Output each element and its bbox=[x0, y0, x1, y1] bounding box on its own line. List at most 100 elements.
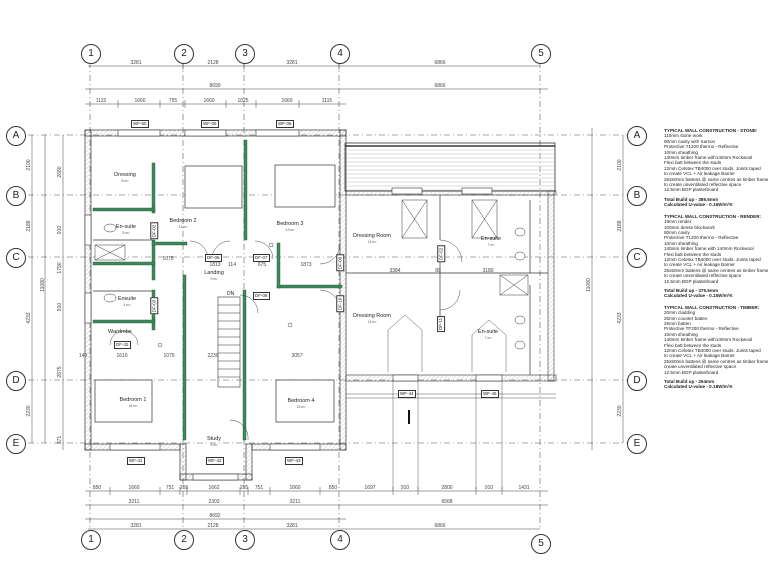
dim-left-grid-3: 4233 bbox=[26, 312, 32, 324]
window-tag-wf42: WF-42 bbox=[206, 457, 224, 465]
dim-top-detail-5: 1025 bbox=[237, 98, 249, 104]
dim-bottom-grid-4: 6866 bbox=[434, 523, 446, 529]
room-bedroom-3: Bedroom 3 13 m² bbox=[276, 221, 304, 232]
door-tag-df10: DF-10 bbox=[336, 295, 345, 313]
room-study: Study 5 m² bbox=[206, 436, 222, 447]
dim-interior-8: 140 bbox=[78, 353, 88, 359]
dim-interior-7: 1873 bbox=[300, 262, 312, 268]
grid-bubble-A-right: A bbox=[627, 126, 647, 146]
dim-top-detail-7: 1115 bbox=[321, 98, 333, 104]
dim-left-grid-4: 2230 bbox=[26, 405, 32, 417]
window-tag-wf45: WF-45 bbox=[481, 390, 499, 398]
window-tag-wf41: WF-41 bbox=[127, 457, 145, 465]
windows bbox=[84, 129, 503, 481]
dim-bottom-mid-2: 2303 bbox=[208, 499, 220, 505]
room-wardrobe: Wardrobe bbox=[108, 329, 132, 335]
dim-left-detail-1: 2680 bbox=[57, 166, 63, 178]
dim-top-detail-2: 1660 bbox=[134, 98, 146, 104]
dim-left-detail-6: 371 bbox=[57, 435, 63, 445]
dim-top-grid-3: 3281 bbox=[286, 60, 298, 66]
dim-interior-3: 114 bbox=[228, 262, 236, 268]
grid-bubble-1-bottom: 1 bbox=[81, 530, 101, 550]
dim-bottom-mid-4: 6568 bbox=[441, 499, 453, 505]
dim-interior-18: 89 bbox=[435, 268, 441, 274]
bay-outlines bbox=[346, 314, 556, 490]
room-dressing-room-1: Dressing Room 14 m² bbox=[353, 233, 391, 244]
sanitary bbox=[94, 199, 529, 350]
room-dressing-room-2: Dressing Room 14 m² bbox=[353, 313, 391, 324]
door-tag-df06: DF-06 bbox=[205, 254, 222, 262]
grid-bubble-5-bottom: 5 bbox=[531, 534, 551, 554]
door-tag-df52: DF-52 bbox=[437, 245, 446, 263]
dimension-lines bbox=[31, 65, 624, 530]
window-tag-wf43: WF-43 bbox=[285, 457, 303, 465]
dim-top-grid-2: 2128 bbox=[207, 60, 219, 66]
grid-bubble-D-right: D bbox=[627, 371, 647, 391]
grid-bubble-3-bottom: 3 bbox=[235, 530, 255, 550]
grid-bubble-1-top: 1 bbox=[81, 44, 101, 64]
dim-top-overall-1: 8690 bbox=[209, 83, 221, 89]
grid-bubble-2-top: 2 bbox=[174, 44, 194, 64]
grid-bubble-5-top: 5 bbox=[531, 44, 551, 64]
window-tag-wf09: WF-09 bbox=[201, 120, 219, 128]
door-tag-df07: DF-07 bbox=[253, 254, 270, 262]
window-tag-wf44: WF-44 bbox=[398, 390, 416, 398]
dim-left-detail-2: 910 bbox=[57, 225, 63, 235]
dim-bottom-mid-3: 3211 bbox=[289, 499, 301, 505]
dim-interior-17: 3384 bbox=[389, 268, 401, 274]
door-tag-df03: DF-03 bbox=[150, 297, 159, 315]
note-timber: TYPICAL WALL CONSTRUCTION - TIMBER: 20mm… bbox=[664, 304, 768, 390]
grid-bubble-4-top: 4 bbox=[330, 44, 350, 64]
dim-right-overall: 11080 bbox=[586, 278, 592, 292]
wall-construction-notes: TYPICAL WALL CONSTRUCTION - STONE: 110mm… bbox=[664, 128, 768, 396]
grid-bubble-A-left: A bbox=[6, 126, 26, 146]
dim-bottom-grid-2: 2128 bbox=[207, 523, 219, 529]
grid-bubble-C-right: C bbox=[627, 248, 647, 268]
grid-bubble-2-bottom: 2 bbox=[174, 530, 194, 550]
dim-interior-1: 1075 bbox=[162, 256, 174, 262]
dim-bottom-detail-14: 1431 bbox=[518, 485, 530, 491]
door-tag-df09: DF-09 bbox=[336, 254, 345, 272]
stair bbox=[217, 296, 241, 388]
room-bedroom-4: Bedroom 4 15 m² bbox=[287, 398, 315, 409]
dim-interior-2: 1813 bbox=[209, 262, 221, 268]
dim-bottom-grid-1: 3281 bbox=[130, 523, 142, 529]
dim-top-detail-6: 1660 bbox=[281, 98, 293, 104]
dim-bottom-detail-8: 1660 bbox=[289, 485, 301, 491]
dim-top-detail-4: 1660 bbox=[203, 98, 215, 104]
furniture-beds bbox=[94, 164, 336, 423]
room-dressing: Dressing 8 m² bbox=[114, 172, 136, 183]
dim-bottom-detail-9: 850 bbox=[328, 485, 338, 491]
grid-bubble-B-right: B bbox=[627, 186, 647, 206]
note-render: TYPICAL WALL CONSTRUCTION - RENDER: 19mm… bbox=[664, 213, 768, 299]
dim-interior-13: 2230 bbox=[207, 353, 219, 359]
room-landing: Landing 9 m² bbox=[204, 270, 224, 281]
dim-top-detail-1: 1115 bbox=[95, 98, 107, 104]
grid-bubble-B-left: B bbox=[6, 186, 26, 206]
grid-bubble-3-top: 3 bbox=[235, 44, 255, 64]
dim-bottom-detail-10: 1697 bbox=[364, 485, 376, 491]
door-tag-df32: DF-32 bbox=[114, 341, 131, 349]
dim-interior-4: 675 bbox=[257, 262, 267, 268]
stair-direction-label: DN bbox=[227, 291, 235, 297]
dim-bottom-overall: 8692 bbox=[209, 513, 221, 519]
dim-left-detail-4: 910 bbox=[57, 302, 63, 312]
dim-bottom-detail-2: 1660 bbox=[128, 485, 140, 491]
grid-bubble-E-right: E bbox=[627, 434, 647, 454]
door-tag-df11: DF-11 bbox=[437, 315, 446, 333]
dim-bottom-detail-6: 255 bbox=[239, 485, 249, 491]
dim-bottom-detail-13: 910 bbox=[484, 485, 494, 491]
room-en-suite-4: En-suite 7 m² bbox=[477, 329, 499, 340]
dim-bottom-mid-1: 3211 bbox=[128, 499, 140, 505]
dim-top-detail-3: 755 bbox=[168, 98, 178, 104]
dim-interior-15: 3057 bbox=[291, 353, 303, 359]
dim-bottom-detail-11: 910 bbox=[400, 485, 410, 491]
dim-top-grid-1: 3281 bbox=[130, 60, 142, 66]
room-bedroom-2: Bedroom 2 13 m² bbox=[169, 218, 197, 229]
grid-bubble-4-bottom: 4 bbox=[330, 530, 350, 550]
dim-left-grid-2: 2188 bbox=[26, 220, 32, 232]
dim-left-grid-1: 2100 bbox=[26, 159, 32, 171]
dim-left-overall: 11080 bbox=[40, 278, 46, 292]
